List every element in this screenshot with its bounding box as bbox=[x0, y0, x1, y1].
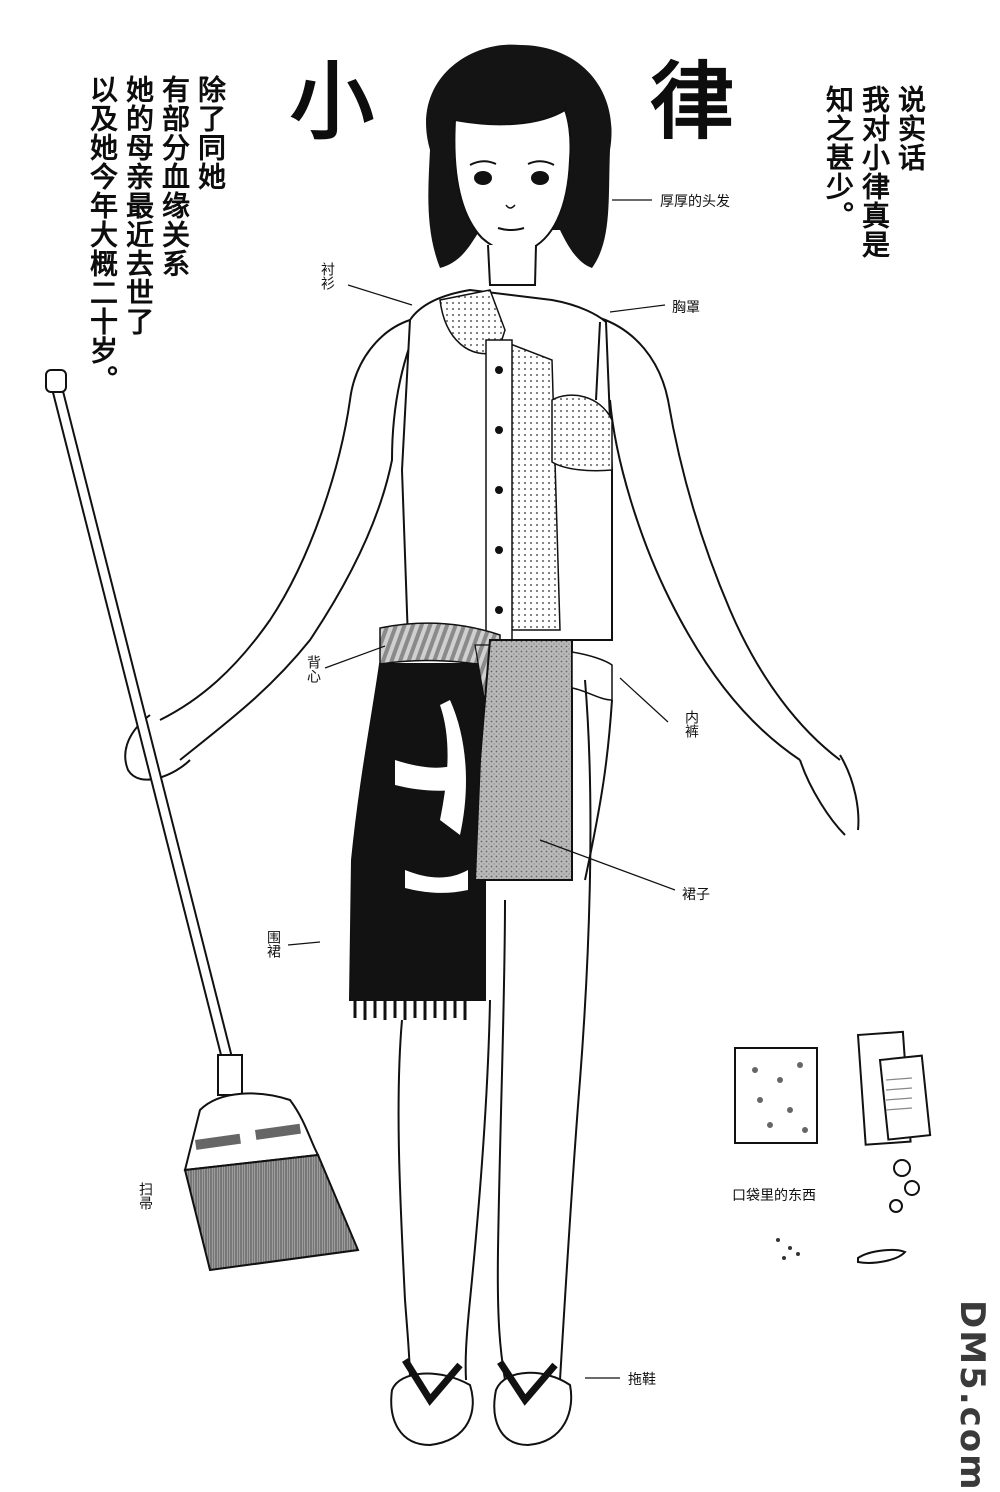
broom bbox=[45, 369, 360, 1272]
title-char-1: 小 bbox=[290, 53, 375, 151]
label-broom: 扫帚 bbox=[137, 1182, 153, 1210]
narration-left-col-3: 她的母亲最近去世了 bbox=[122, 75, 155, 336]
narration-right-col-3: 知之甚少。 bbox=[822, 85, 855, 230]
skirt bbox=[473, 639, 573, 881]
label-skirt: 裙子 bbox=[682, 887, 710, 903]
label-bra: 胸罩 bbox=[672, 300, 700, 316]
narration-left-col-2: 有部分血缘关系 bbox=[158, 75, 191, 278]
title-char-2: 律 bbox=[650, 53, 735, 151]
panties bbox=[571, 651, 613, 701]
watermark: DM5.com bbox=[952, 1300, 992, 1492]
narration-right-col-2: 我对小律真是 bbox=[858, 85, 891, 259]
label-hair: 厚厚的头发 bbox=[660, 194, 730, 210]
legs bbox=[397, 679, 613, 1381]
narration-left-col-1: 除了同她 bbox=[194, 75, 227, 191]
narration-right-col-1: 说实话 bbox=[894, 85, 927, 172]
neck bbox=[487, 244, 537, 286]
label-vest: 背心 bbox=[305, 655, 321, 683]
leader-lines bbox=[287, 199, 676, 1379]
face bbox=[453, 84, 572, 254]
narration-left-col-4: 以及她今年大概二十岁。 bbox=[86, 75, 119, 394]
label-pocket-items: 口袋里的东西 bbox=[732, 1188, 816, 1204]
pocket-items bbox=[734, 1030, 932, 1264]
label-apron: 围裙 bbox=[265, 930, 281, 958]
label-shirt: 衬衫 bbox=[319, 262, 335, 290]
sandals bbox=[390, 1358, 573, 1447]
bra bbox=[551, 394, 613, 472]
label-sandals: 拖鞋 bbox=[628, 1372, 656, 1388]
arms bbox=[124, 317, 860, 836]
label-panties: 内裤 bbox=[683, 710, 699, 738]
